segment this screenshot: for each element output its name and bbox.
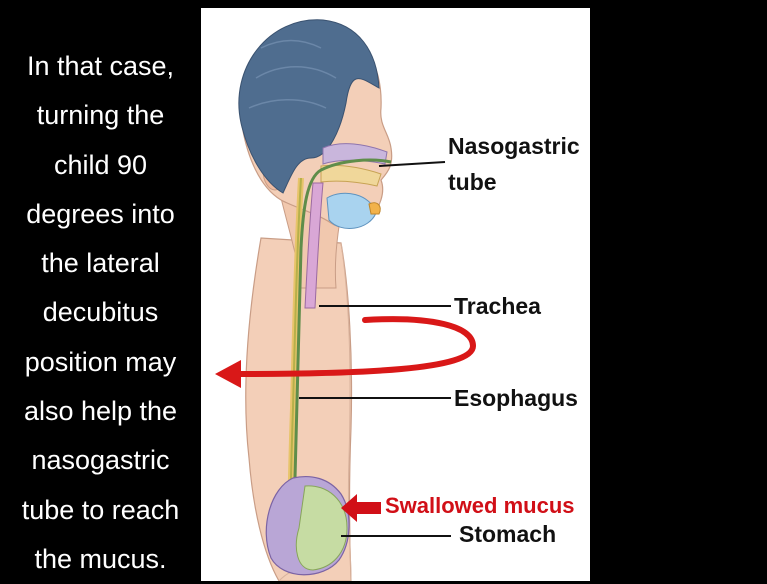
label-esophagus: Esophagus: [454, 385, 578, 411]
caption-text: In that case, turning the child 90 degre…: [4, 42, 197, 584]
caption-line: decubitus: [4, 288, 197, 337]
caption-line: tube to reach: [4, 486, 197, 535]
anatomy-figure: Nasogastric tube Trachea Esophagus Swall…: [201, 8, 590, 581]
label-tube: tube: [448, 169, 497, 195]
caption-line: the lateral: [4, 239, 197, 288]
caption-line: turning the: [4, 91, 197, 140]
caption-line: In that case,: [4, 42, 197, 91]
caption-line: degrees into: [4, 190, 197, 239]
label-swallowed-mucus: Swallowed mucus: [385, 493, 575, 518]
caption-line: child 90: [4, 141, 197, 190]
caption-panel: In that case, turning the child 90 degre…: [0, 0, 201, 581]
anatomy-illustration: Nasogastric tube Trachea Esophagus Swall…: [201, 8, 590, 581]
stomach: [266, 477, 349, 575]
label-stomach: Stomach: [459, 521, 556, 547]
caption-line: position may: [4, 338, 197, 387]
label-nasogastric: Nasogastric: [448, 133, 580, 159]
caption-line: also help the: [4, 387, 197, 436]
caption-line: the mucus.: [4, 535, 197, 584]
caption-line: nasogastric: [4, 436, 197, 485]
label-trachea: Trachea: [454, 293, 541, 319]
right-margin: [590, 0, 767, 581]
